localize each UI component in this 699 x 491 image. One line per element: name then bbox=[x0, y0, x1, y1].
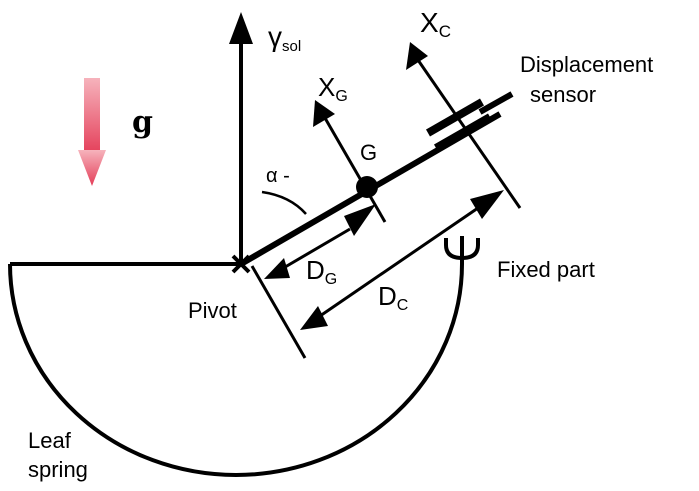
gravity-arrow bbox=[78, 78, 106, 186]
alpha-arc bbox=[261, 190, 307, 215]
pivot-marker bbox=[231, 254, 251, 274]
xg-label: XG bbox=[318, 72, 348, 105]
center-of-gravity-label: G bbox=[360, 140, 377, 165]
dg-dimension-arrow bbox=[264, 204, 376, 279]
dc-label: DC bbox=[378, 281, 408, 314]
fixed-part-label: Fixed part bbox=[497, 257, 595, 282]
leaf-spring-label: Leaf spring bbox=[28, 428, 88, 482]
xc-label: XC bbox=[420, 7, 451, 41]
gravity-label: g bbox=[132, 105, 153, 140]
fixed-part-symbol bbox=[444, 236, 480, 264]
dg-label: DG bbox=[306, 255, 337, 288]
xc-axis bbox=[406, 42, 522, 209]
gamma-sol-label: γsol bbox=[268, 21, 301, 55]
displacement-sensor bbox=[426, 91, 514, 152]
displacement-sensor-label: Displacement sensor bbox=[520, 52, 659, 107]
gamma-sol-axis bbox=[229, 12, 253, 265]
alpha-label: α - bbox=[266, 165, 290, 187]
pivot-extension-line bbox=[250, 265, 307, 359]
leaf-spring bbox=[8, 262, 464, 477]
dc-dimension-arrow bbox=[300, 190, 504, 330]
pivot-label: Pivot bbox=[188, 298, 237, 323]
